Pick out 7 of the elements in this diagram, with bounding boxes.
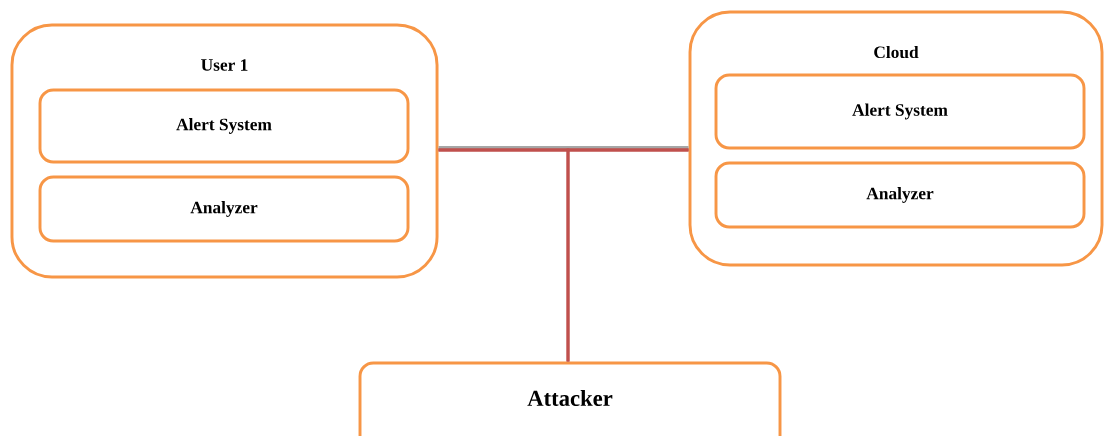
connector-line bbox=[566, 148, 689, 362]
connector-line bbox=[438, 146, 689, 152]
process-box: Alert System bbox=[714, 73, 1086, 150]
process-box: Analyzer bbox=[714, 161, 1086, 229]
process-box: Attacker bbox=[358, 361, 782, 436]
process-box: Alert System bbox=[38, 88, 410, 164]
process-box: Analyzer bbox=[38, 175, 410, 243]
